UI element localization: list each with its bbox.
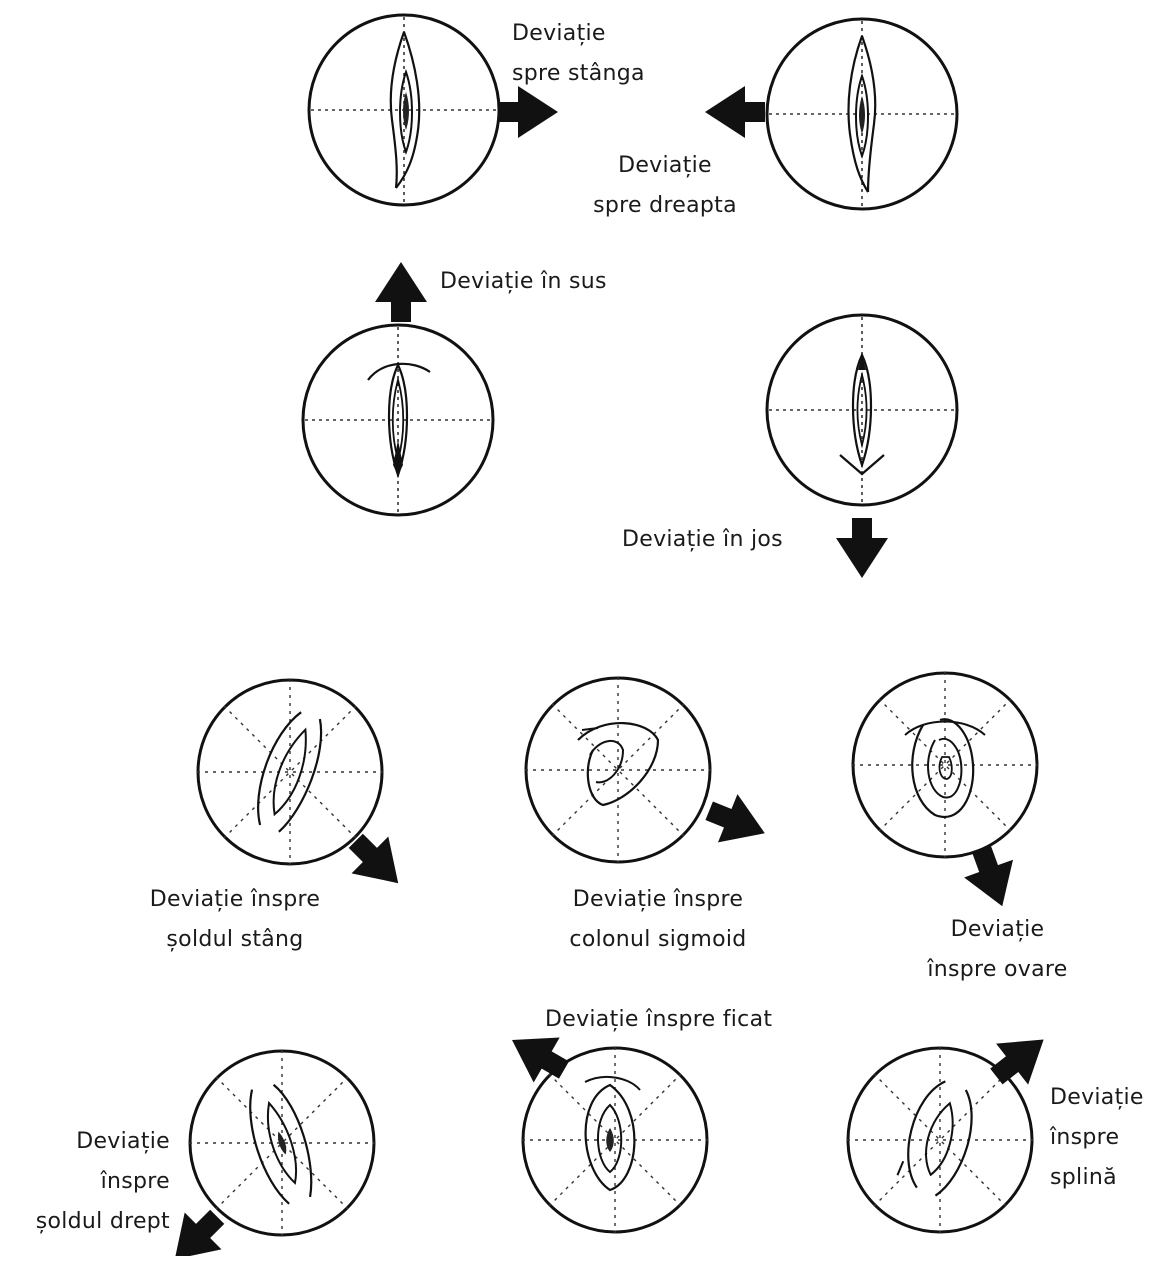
arrow-down — [836, 518, 888, 578]
label-sigmoid-deviation: Deviație înspre colonul sigmoid — [548, 880, 768, 960]
label-left-hip-deviation: Deviație înspre șoldul stâng — [130, 880, 340, 960]
disc-sigmoid-deviation — [525, 677, 711, 863]
arrow-left — [705, 86, 765, 138]
disc-left-deviation — [309, 15, 499, 205]
label-right-deviation: Deviație spre dreapta — [575, 146, 755, 226]
label-down-deviation: Deviație în jos — [622, 520, 783, 560]
arrow-up — [375, 262, 427, 322]
label-up-deviation: Deviație în sus — [440, 262, 607, 302]
disc-up-deviation — [303, 325, 493, 515]
disc-down-deviation — [767, 315, 957, 505]
disc-left-hip-deviation — [197, 679, 383, 865]
arrow-sigmoid — [699, 787, 774, 858]
disc-right-hip-deviation — [189, 1050, 375, 1236]
label-liver-deviation: Deviație înspre ficat — [545, 1000, 772, 1040]
disc-right-deviation — [767, 19, 957, 209]
label-right-hip-deviation: Deviație înspre șoldul drept — [0, 1122, 170, 1242]
label-spleen-deviation: Deviație înspre splină — [1050, 1078, 1144, 1198]
label-ovaries-deviation: Deviație înspre ovare — [905, 910, 1090, 990]
disc-ovaries-deviation — [852, 672, 1038, 858]
disc-liver-deviation — [522, 1047, 708, 1233]
label-left-deviation: Deviație spre stânga — [512, 14, 645, 94]
